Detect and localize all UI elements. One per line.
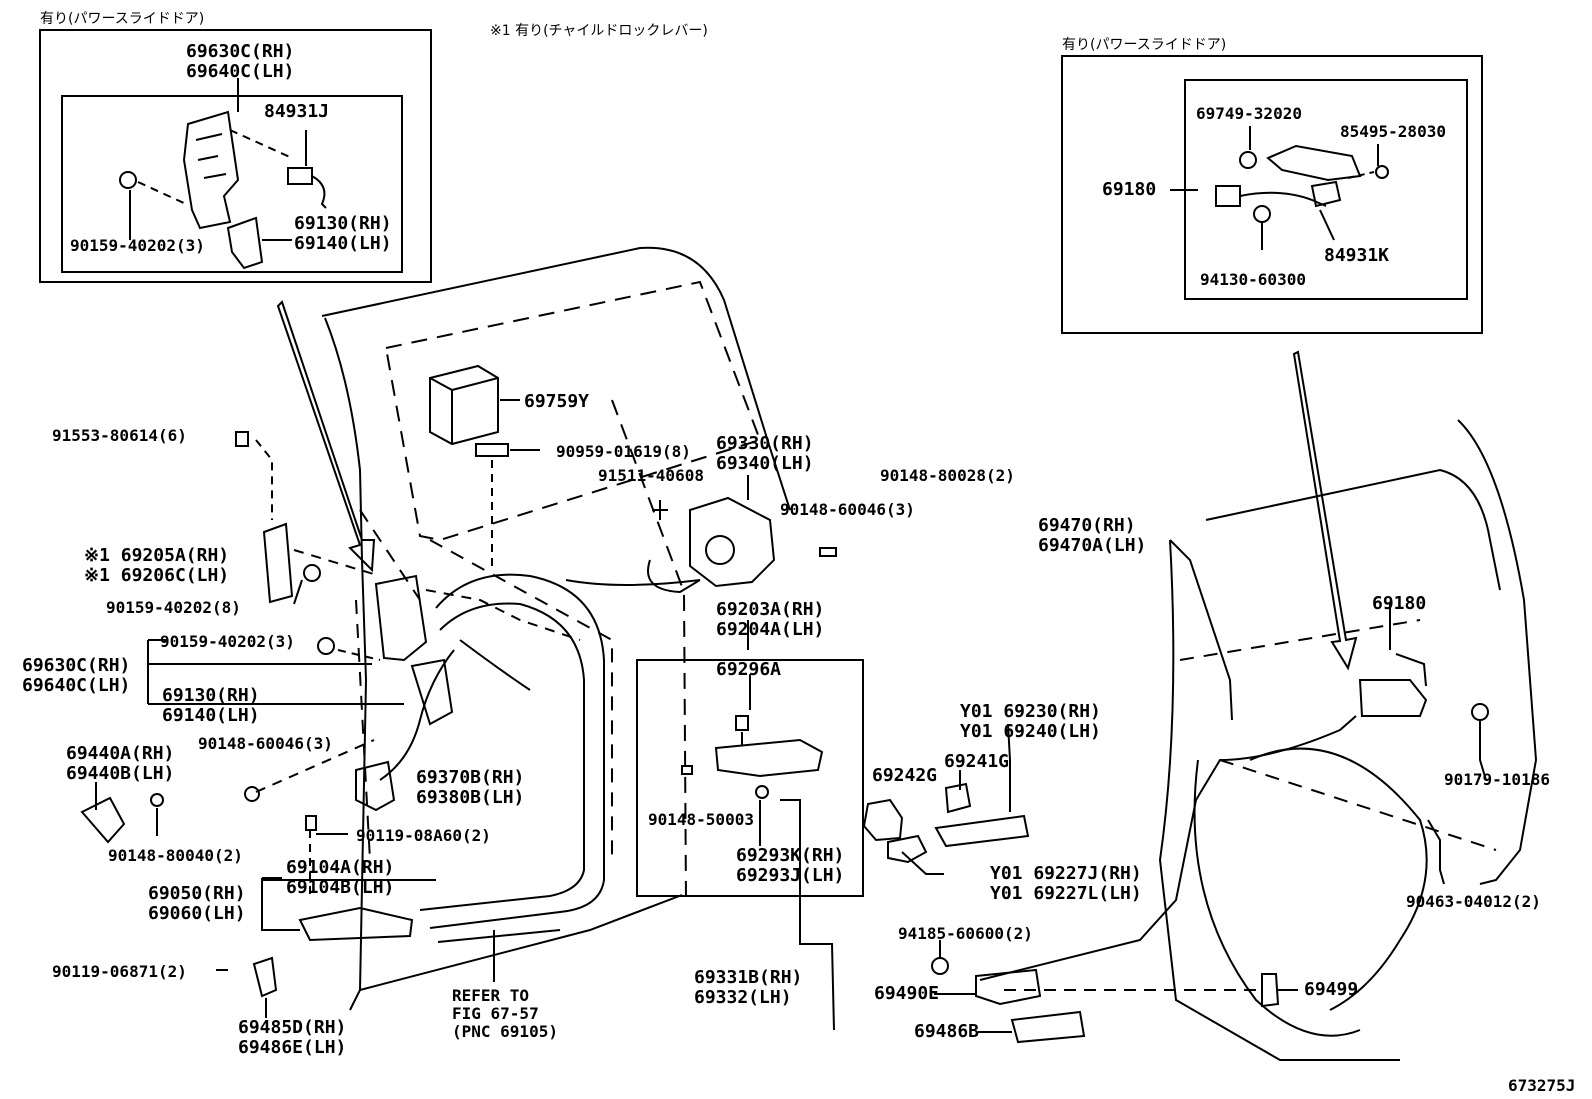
part-69050[interactable]: 69050(RH) [148,883,246,904]
refer-line-3: (PNC 69105) [452,1022,558,1041]
part-69499[interactable]: 69499 [1304,979,1359,1000]
part-90148-80040[interactable]: 90148-80040(2) [108,846,243,865]
part-90148-60046-left[interactable]: 90148-60046(3) [198,734,333,753]
part-69140[interactable]: 69140(LH) [162,705,260,726]
part-90159-40202-8[interactable]: 90159-40202(8) [106,598,241,617]
cable-1 [429,573,605,929]
inset-actuator [1215,144,1389,223]
part-69630c[interactable]: 69630C(RH) [22,655,131,676]
part-69293j[interactable]: 69293J(LH) [736,865,845,886]
part-69205a[interactable]: ※1 69205A(RH) [84,545,230,566]
part-69241g[interactable]: 69241G [944,751,1010,772]
part-69470[interactable]: 69470(RH) [1038,515,1136,536]
part-69240[interactable]: Y01 69240(LH) [960,721,1101,742]
part-69180[interactable]: 69180 [1372,593,1427,614]
part-90148-60046-top[interactable]: 90148-60046(3) [780,500,915,519]
part-69370b[interactable]: 69370B(RH) [416,767,525,788]
arrow-left [276,300,376,573]
part-69440b[interactable]: 69440B(LH) [66,763,175,784]
arrow-right [1292,350,1358,671]
refer-line-2: FIG 67-57 [452,1004,539,1023]
figure-code: 673275J [1508,1076,1576,1095]
part-69330[interactable]: 69330(RH) [716,433,814,454]
note-power-slide-left: 有り(パワースライドドア) [40,11,205,27]
part-69749-32020[interactable]: 69749-32020 [1196,104,1302,123]
part-84931k[interactable]: 84931K [1324,245,1390,266]
part-69227j[interactable]: Y01 69227J(RH) [990,863,1142,884]
part-69242g[interactable]: 69242G [872,765,938,786]
part-69296a[interactable]: 69296A [716,659,782,680]
part-91553-80614[interactable]: 91553-80614(6) [52,426,187,445]
part-90159-40202-3[interactable]: 90159-40202(3) [160,632,295,651]
part-69340[interactable]: 69340(LH) [716,453,814,474]
part-69486e[interactable]: 69486E(LH) [238,1037,347,1058]
part-69331b[interactable]: 69331B(RH) [694,967,803,988]
inset-lock-bracket [182,110,264,270]
inside-handle-box [636,659,864,897]
inset-box-left-outer [39,29,432,283]
part-84931j[interactable]: 84931J [264,101,330,122]
refer-line-1: REFER TO [452,986,530,1005]
part-85495-28030[interactable]: 85495-28030 [1340,122,1446,141]
inset-bolt-icon [119,171,137,189]
door-outline [321,246,791,1011]
inset-box-left-inner [61,95,403,273]
part-90179-10186[interactable]: 90179-10186 [1444,770,1550,789]
body-outline [1457,419,1538,885]
part-69486b[interactable]: 69486B [914,1021,980,1042]
part-69440a[interactable]: 69440A(RH) [66,743,175,764]
part-69630c-inset[interactable]: 69630C(RH) [186,41,295,62]
part-69230[interactable]: Y01 69230(RH) [960,701,1101,722]
part-69470a[interactable]: 69470A(LH) [1038,535,1147,556]
part-69104b[interactable]: 69104B(LH) [286,877,395,898]
part-69130-inset[interactable]: 69130(RH) [294,213,392,234]
part-69640c[interactable]: 69640C(LH) [22,675,131,696]
part-69293k[interactable]: 69293K(RH) [736,845,845,866]
part-69380b[interactable]: 69380B(LH) [416,787,525,808]
part-69130[interactable]: 69130(RH) [162,685,260,706]
part-69204a[interactable]: 69204A(LH) [716,619,825,640]
part-90119-08a60[interactable]: 90119-08A60(2) [356,826,491,845]
cable-2 [419,602,585,911]
part-90148-50003[interactable]: 90148-50003 [648,810,754,829]
note-child-lock: ※1 有り(チャイルドロックレバー) [490,23,708,39]
part-94185-60600[interactable]: 94185-60600(2) [898,924,1033,943]
part-94130-60300[interactable]: 94130-60300 [1200,270,1306,289]
part-91511-40608[interactable]: 91511-40608 [598,466,704,485]
part-69485d[interactable]: 69485D(RH) [238,1017,347,1038]
control-unit [429,364,499,446]
part-69104a[interactable]: 69104A(RH) [286,857,395,878]
part-69203a[interactable]: 69203A(RH) [716,599,825,620]
part-69060[interactable]: 69060(LH) [148,903,246,924]
note-power-slide-right: 有り(パワースライドドア) [1062,37,1227,53]
part-69140-inset[interactable]: 69140(LH) [294,233,392,254]
part-69332[interactable]: 69332(LH) [694,987,792,1008]
part-90119-06871[interactable]: 90119-06871(2) [52,962,187,981]
part-69640c-inset[interactable]: 69640C(LH) [186,61,295,82]
part-69759y[interactable]: 69759Y [524,391,590,412]
part-69490e[interactable]: 69490E [874,983,940,1004]
inset-box-right-outer [1061,55,1483,334]
part-90463-04012[interactable]: 90463-04012(2) [1406,892,1541,911]
part-69227l[interactable]: Y01 69227L(LH) [990,883,1142,904]
rear-lock-assembly [647,496,776,594]
part-90159-40202-3-inset[interactable]: 90159-40202(3) [70,236,205,255]
part-90148-80028[interactable]: 90148-80028(2) [880,466,1015,485]
part-69180-inset[interactable]: 69180 [1102,179,1157,200]
part-69206c[interactable]: ※1 69206C(LH) [84,565,230,586]
part-90959-01619[interactable]: 90959-01619(8) [556,442,691,461]
